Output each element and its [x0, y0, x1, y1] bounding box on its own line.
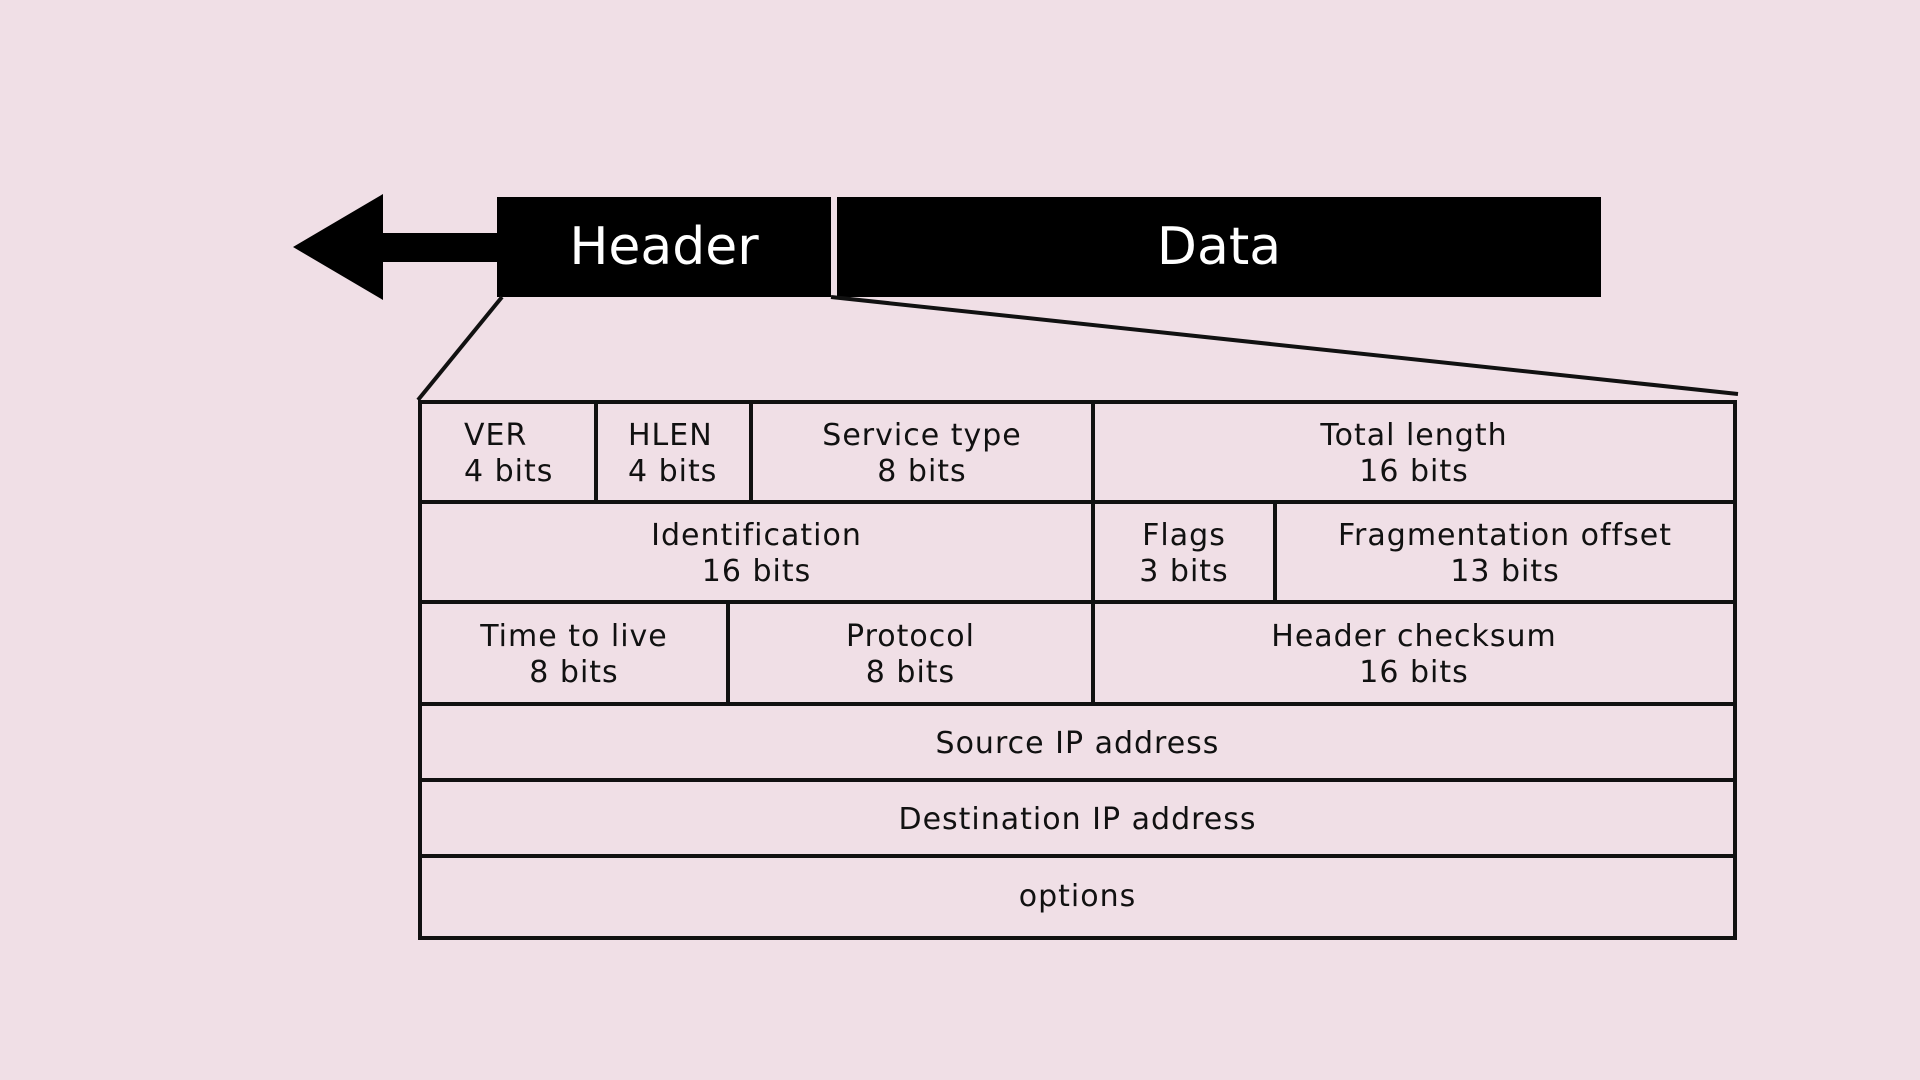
header-row-6: options — [418, 854, 1737, 940]
field-identification: Identification 16 bits — [422, 504, 1095, 604]
field-ver: VER 4 bits — [422, 404, 598, 504]
field-protocol: Protocol 8 bits — [730, 604, 1095, 706]
field-fragmentation-offset: Fragmentation offset 13 bits — [1277, 504, 1733, 604]
field-flags-bits: 3 bits — [1139, 554, 1229, 589]
field-total-length-bits: 16 bits — [1359, 454, 1469, 489]
field-time-to-live: Time to live 8 bits — [422, 604, 730, 706]
field-total-length: Total length 16 bits — [1095, 404, 1733, 504]
field-time-to-live-name: Time to live — [480, 619, 668, 654]
field-source-ip-name: Source IP address — [935, 726, 1220, 761]
field-protocol-bits: 8 bits — [865, 655, 956, 690]
field-flags: Flags 3 bits — [1095, 504, 1277, 604]
field-source-ip: Source IP address — [422, 706, 1733, 782]
field-destination-ip-name: Destination IP address — [898, 802, 1257, 837]
zoom-line-right — [830, 295, 1739, 396]
field-header-checksum: Header checksum 16 bits — [1095, 604, 1733, 706]
field-options-name: options — [1018, 879, 1137, 914]
field-hlen-name: HLEN — [628, 418, 713, 453]
header-row-3: Time to live 8 bits Protocol 8 bits Head… — [418, 600, 1737, 706]
header-row-5: Destination IP address — [418, 778, 1737, 858]
direction-arrow-icon — [293, 194, 500, 300]
field-options: options — [422, 858, 1733, 936]
header-block — [497, 197, 831, 297]
field-time-to-live-bits: 8 bits — [529, 655, 619, 690]
field-fragmentation-offset-name: Fragmentation offset — [1337, 518, 1672, 553]
field-flags-name: Flags — [1142, 518, 1226, 553]
field-fragmentation-offset-bits: 13 bits — [1450, 554, 1560, 589]
field-destination-ip: Destination IP address — [422, 782, 1733, 858]
field-hlen-bits: 4 bits — [628, 454, 718, 489]
data-block — [837, 197, 1601, 297]
field-identification-bits: 16 bits — [701, 554, 812, 589]
field-total-length-name: Total length — [1320, 418, 1508, 453]
data-label: Data — [1156, 217, 1282, 277]
header-row-1: VER 4 bits HLEN 4 bits Service type 8 bi… — [418, 400, 1737, 504]
field-ver-name: VER — [464, 418, 528, 453]
field-service-type-bits: 8 bits — [877, 454, 967, 489]
field-header-checksum-bits: 16 bits — [1359, 655, 1469, 690]
field-header-checksum-name: Header checksum — [1271, 619, 1557, 654]
field-identification-name: Identification — [651, 518, 862, 553]
field-ver-bits: 4 bits — [464, 454, 554, 489]
zoom-line-left — [416, 295, 504, 402]
field-service-type: Service type 8 bits — [753, 404, 1095, 504]
header-fields-table: VER 4 bits HLEN 4 bits Service type 8 bi… — [418, 400, 1737, 940]
field-hlen: HLEN 4 bits — [598, 404, 753, 504]
header-row-2: Identification 16 bits Flags 3 bits Frag… — [418, 500, 1737, 604]
field-service-type-name: Service type — [822, 418, 1022, 453]
field-protocol-name: Protocol — [846, 619, 975, 654]
header-label: Header — [569, 217, 759, 277]
header-row-4: Source IP address — [418, 702, 1737, 782]
